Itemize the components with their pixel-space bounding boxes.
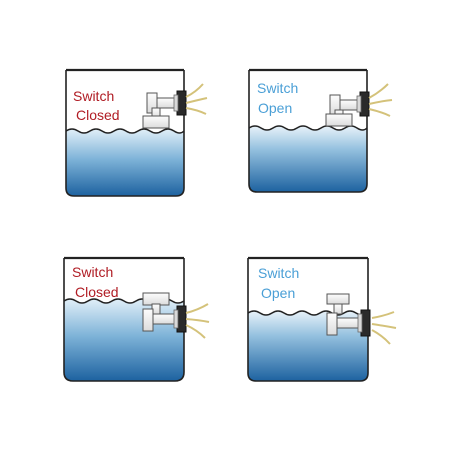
water-surface	[247, 310, 369, 316]
panel-label-line1: Switch	[257, 80, 298, 96]
panel-bottom-left: Switch Closed	[63, 256, 210, 382]
panel-label-line2: Open	[261, 285, 295, 301]
wire-leads	[371, 311, 397, 345]
float-switch	[326, 293, 371, 337]
water-body	[66, 129, 184, 196]
wire-leads	[368, 83, 393, 117]
tank-outline	[248, 70, 368, 193]
tank-outline	[65, 70, 185, 197]
float-switch	[142, 292, 187, 333]
panel-label-line2: Open	[258, 100, 292, 116]
water-surface	[65, 128, 185, 134]
panel-top-left: Switch Closed	[65, 68, 208, 197]
water-body	[249, 126, 367, 192]
panel-label-line2: Closed	[76, 107, 120, 123]
panel-label-line2: Closed	[75, 284, 119, 300]
tank-outline	[247, 258, 369, 382]
panel-label-line1: Switch	[73, 88, 114, 104]
panel-label-line1: Switch	[72, 264, 113, 280]
water-body	[64, 299, 184, 381]
panel-bottom-right: Switch Open	[247, 256, 397, 382]
float-switch	[142, 90, 187, 129]
panel-label-line1: Switch	[258, 265, 299, 281]
panel-top-right: Switch Open	[248, 68, 393, 193]
wire-leads	[185, 303, 210, 339]
float-switch	[325, 91, 370, 127]
wire-leads	[185, 83, 208, 115]
tank-outline	[63, 258, 185, 382]
